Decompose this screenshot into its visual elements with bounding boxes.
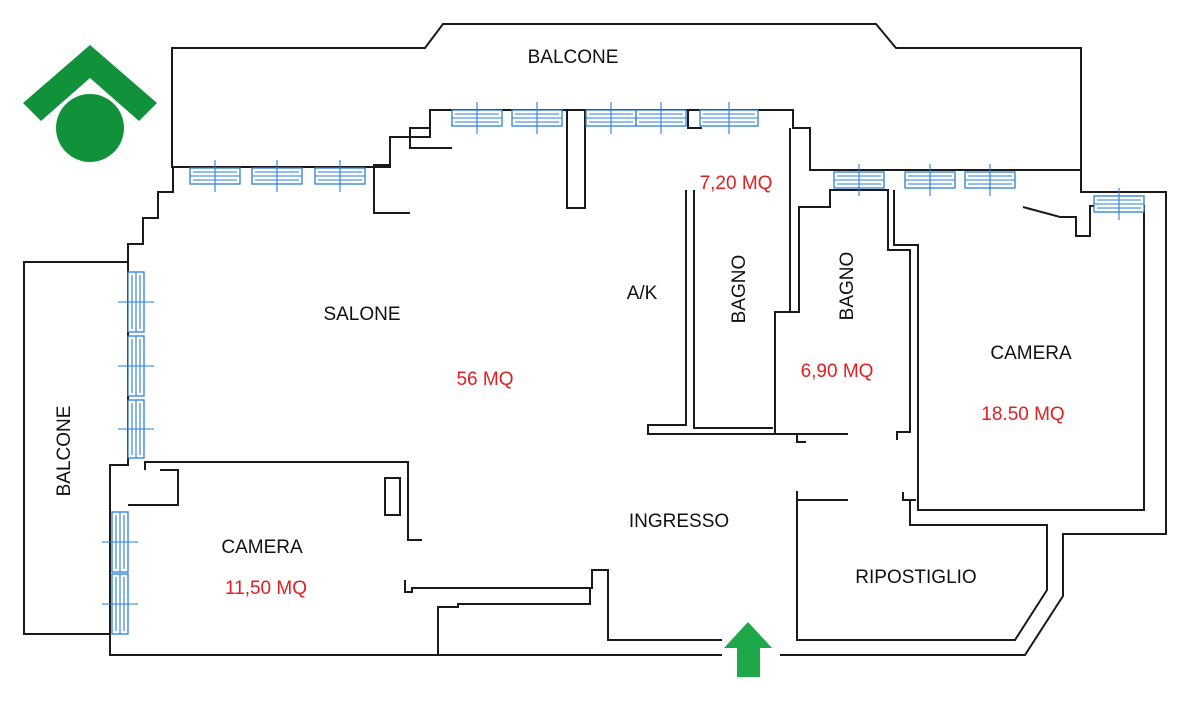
wall-camera-left-pillar — [384, 477, 401, 516]
wall-salone-pillar — [566, 110, 586, 209]
salone-area: 56 MQ — [456, 369, 513, 390]
window-symbol — [118, 271, 154, 333]
balcony-top-outline — [171, 23, 1082, 170]
ripostiglio-label: RIPOSTIGLIO — [855, 567, 976, 588]
kitchen-area: 7,20 MQ — [700, 173, 773, 194]
window-symbol — [511, 102, 563, 134]
window-symbol — [1093, 188, 1145, 220]
window-symbol — [451, 102, 503, 134]
window-symbol — [699, 102, 759, 134]
wall-kitchen-top-return — [687, 110, 702, 129]
salone-label: SALONE — [323, 304, 400, 325]
ingresso-label: INGRESSO — [629, 511, 729, 532]
window-symbol — [102, 511, 138, 573]
wall-bagno2-top — [781, 189, 911, 440]
windows — [102, 102, 1145, 635]
balcony-left-outline — [23, 261, 128, 635]
wall-bagno1-bagno2 — [774, 128, 791, 434]
wall-camera-left-right — [437, 588, 591, 655]
wall-ripostiglio — [796, 491, 1048, 641]
wall-camera-left-bottom — [404, 569, 722, 641]
arrow-up-icon — [724, 622, 772, 677]
wall-ripostiglio-stub — [902, 492, 916, 501]
wall-bagno1-left — [647, 190, 775, 435]
window-symbol — [833, 164, 885, 196]
wall-bagno2-stub — [796, 434, 806, 443]
window-symbol — [585, 102, 637, 134]
camera-right-area: 18.50 MQ — [981, 404, 1064, 425]
bagno-2-area: 6,90 MQ — [801, 361, 874, 382]
kitchen-label: A/K — [627, 283, 658, 304]
house-roof-circle-logo-icon — [23, 45, 157, 162]
wall-camera-left-inner — [128, 469, 179, 506]
balcone-top-label: BALCONE — [528, 47, 619, 68]
bagno-2-label: BAGNO — [837, 252, 858, 321]
window-symbol — [251, 160, 303, 192]
balcone-left-label: BALCONE — [54, 406, 75, 497]
camera-left-area: 11,50 MQ — [225, 578, 307, 599]
wall-camera-right-left — [893, 190, 1145, 511]
window-symbol — [314, 160, 366, 192]
wall-salone-kitchen-return — [373, 137, 410, 214]
camera-right-label: CAMERA — [990, 343, 1072, 364]
window-symbol — [118, 335, 154, 397]
exterior-wall — [127, 109, 1167, 656]
logo-circle — [56, 94, 124, 162]
window-symbol — [189, 160, 241, 192]
window-symbol — [102, 573, 138, 635]
bagno-1-label: BAGNO — [729, 255, 750, 324]
window-symbol — [904, 164, 956, 196]
window-symbol — [635, 102, 687, 134]
camera-left-label: CAMERA — [221, 537, 303, 558]
window-symbol — [964, 164, 1016, 196]
wall-bagno1-right — [693, 190, 773, 429]
wall-upper-return — [409, 127, 452, 149]
wall-camera-left-top — [144, 461, 422, 541]
logo-roof — [23, 45, 157, 121]
window-symbol — [118, 399, 154, 459]
